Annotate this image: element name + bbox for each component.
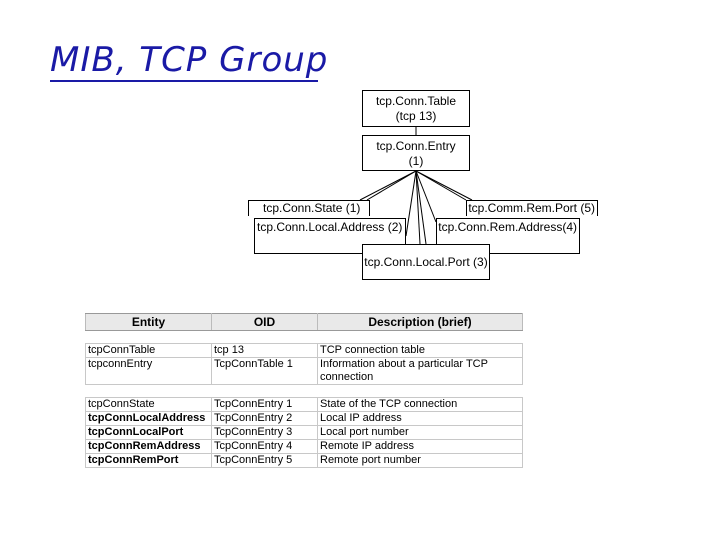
cell-oid: TcpConnEntry 5 <box>211 453 318 468</box>
cell-entity: tcpConnLocalAddress <box>85 411 212 426</box>
cell-desc: TCP connection table <box>317 343 523 358</box>
node-conn-entry: tcp.Conn.Entry (1) <box>362 135 470 171</box>
cell-desc: Information about a particular TCP conne… <box>317 357 523 385</box>
cell-entity: tcpconnEntry <box>85 357 212 385</box>
link-entry-rem-port-b <box>415 170 473 201</box>
cell-oid: tcp 13 <box>211 343 318 358</box>
cell-entity: tcpConnTable <box>85 343 212 358</box>
header-oid: OID <box>211 313 318 331</box>
table-spacer <box>85 384 523 398</box>
node-conn-table: tcp.Conn.Table (tcp 13) <box>362 90 470 127</box>
cell-oid: TcpConnTable 1 <box>211 357 318 385</box>
page-title: MIB, TCP Group <box>50 40 329 80</box>
cell-desc: Remote port number <box>317 453 523 468</box>
cell-desc: Local IP address <box>317 411 523 426</box>
cell-entity: tcpConnLocalPort <box>85 425 212 440</box>
table-row: tcpConnRemPort TcpConnEntry 5 Remote por… <box>85 453 523 468</box>
cell-oid: TcpConnEntry 3 <box>211 425 318 440</box>
link-entry-state-b <box>359 170 417 201</box>
node-conn-local-port: tcp.Conn.Local.Port (3) <box>362 244 490 280</box>
node-conn-entry-name: tcp.Conn.Entry <box>376 139 456 153</box>
tcp-group-table: Entity OID Description (brief) tcpConnTa… <box>85 313 523 468</box>
cell-oid: TcpConnEntry 2 <box>211 411 318 426</box>
link-entry-rem-address <box>415 170 437 223</box>
header-description: Description (brief) <box>317 313 523 331</box>
link-entry-local-port-b <box>415 170 427 245</box>
node-conn-local-address: tcp.Conn.Local.Address (2) <box>254 218 406 254</box>
node-comm-rem-port: tcp.Comm.Rem.Port (5) <box>466 200 598 216</box>
table-row: tcpConnLocalAddress TcpConnEntry 2 Local… <box>85 411 523 426</box>
cell-oid: TcpConnEntry 4 <box>211 439 318 454</box>
link-entry-local-address <box>405 170 417 237</box>
cell-desc: Local port number <box>317 425 523 440</box>
cell-oid: TcpConnEntry 1 <box>211 397 318 412</box>
table-row: tcpConnLocalPort TcpConnEntry 3 Local po… <box>85 425 523 440</box>
table-header-row: Entity OID Description (brief) <box>85 313 523 331</box>
header-entity: Entity <box>85 313 212 331</box>
node-conn-rem-address: tcp.Conn.Rem.Address(4) <box>436 218 580 254</box>
table-row: tcpConnTable tcp 13 TCP connection table <box>85 343 523 358</box>
node-conn-table-name: tcp.Conn.Table <box>375 94 457 108</box>
table-row: tcpconnEntry TcpConnTable 1 Information … <box>85 357 523 385</box>
table-spacer <box>85 330 523 344</box>
cell-entity: tcpConnRemAddress <box>85 439 212 454</box>
table-row: tcpConnState TcpConnEntry 1 State of the… <box>85 397 523 412</box>
table-row: tcpConnRemAddress TcpConnEntry 4 Remote … <box>85 439 523 454</box>
cell-desc: Remote IP address <box>317 439 523 454</box>
cell-entity: tcpConnState <box>85 397 212 412</box>
node-conn-entry-oid: (1) <box>408 154 424 168</box>
title-underline <box>50 80 318 82</box>
link-entry-local-port <box>415 170 421 245</box>
cell-desc: State of the TCP connection <box>317 397 523 412</box>
cell-entity: tcpConnRemPort <box>85 453 212 468</box>
link-entry-state <box>366 170 417 201</box>
node-conn-state: tcp.Conn.State (1) <box>248 200 370 216</box>
node-conn-table-oid: (tcp 13) <box>395 109 437 123</box>
